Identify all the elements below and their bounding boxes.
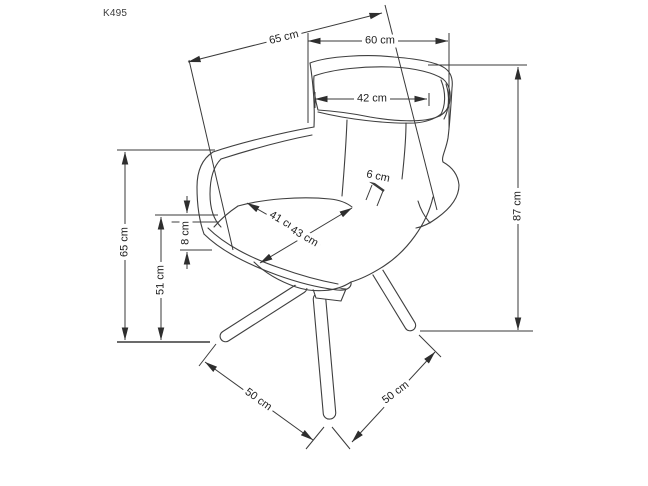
dim-label-overall-height: 87 cm: [511, 188, 525, 224]
model-number-label: K495: [103, 8, 128, 19]
chair-body-silhouette: [197, 55, 459, 291]
dim-label-headrest-width: 42 cm: [354, 92, 390, 106]
backrest-seam-right: [401, 122, 407, 180]
dim-label-overall-width: 60 cm: [362, 34, 398, 48]
dim-line-armrest-thickness: [369, 180, 385, 192]
ext-base-left-top: [198, 343, 217, 367]
armrest-inner-top: [220, 134, 313, 160]
ext-backrest-diagonal-left: [188, 59, 234, 251]
dim-label-cushion-thickness: 8 cm: [179, 218, 193, 248]
headrest-pillow-outline: [313, 66, 451, 122]
dim-label-seat-height: 51 cm: [154, 262, 168, 298]
headrest-pillow-side-arc-2: [443, 83, 449, 120]
chair-legs: [219, 251, 417, 420]
shell-lower-rim: [203, 233, 352, 291]
ext-armrest-thickness-1: [365, 184, 373, 201]
headrest-pillow-side-arc-1: [439, 79, 446, 117]
chair-leg-left: [219, 281, 308, 343]
ext-base-v-tick-left: [305, 426, 325, 450]
seat-back-edge: [237, 197, 353, 208]
chair-leg-front: [312, 292, 337, 420]
dim-label-armrest-height: 65 cm: [118, 224, 132, 260]
backrest-seam-left: [341, 119, 348, 197]
armrest-top-edge: [212, 126, 315, 153]
ext-base-v-tick-right: [331, 426, 351, 450]
shell-right-edge: [350, 196, 434, 283]
ext-base-right-top: [418, 334, 442, 358]
seat-cushion-front-edge: [207, 227, 339, 285]
ext-armrest-thickness-2: [376, 190, 384, 207]
backrest-outline: [309, 55, 460, 229]
armrest-inner-left: [209, 158, 222, 228]
backrest-left-edge: [309, 62, 315, 128]
armrest-right-curl: [417, 200, 431, 224]
